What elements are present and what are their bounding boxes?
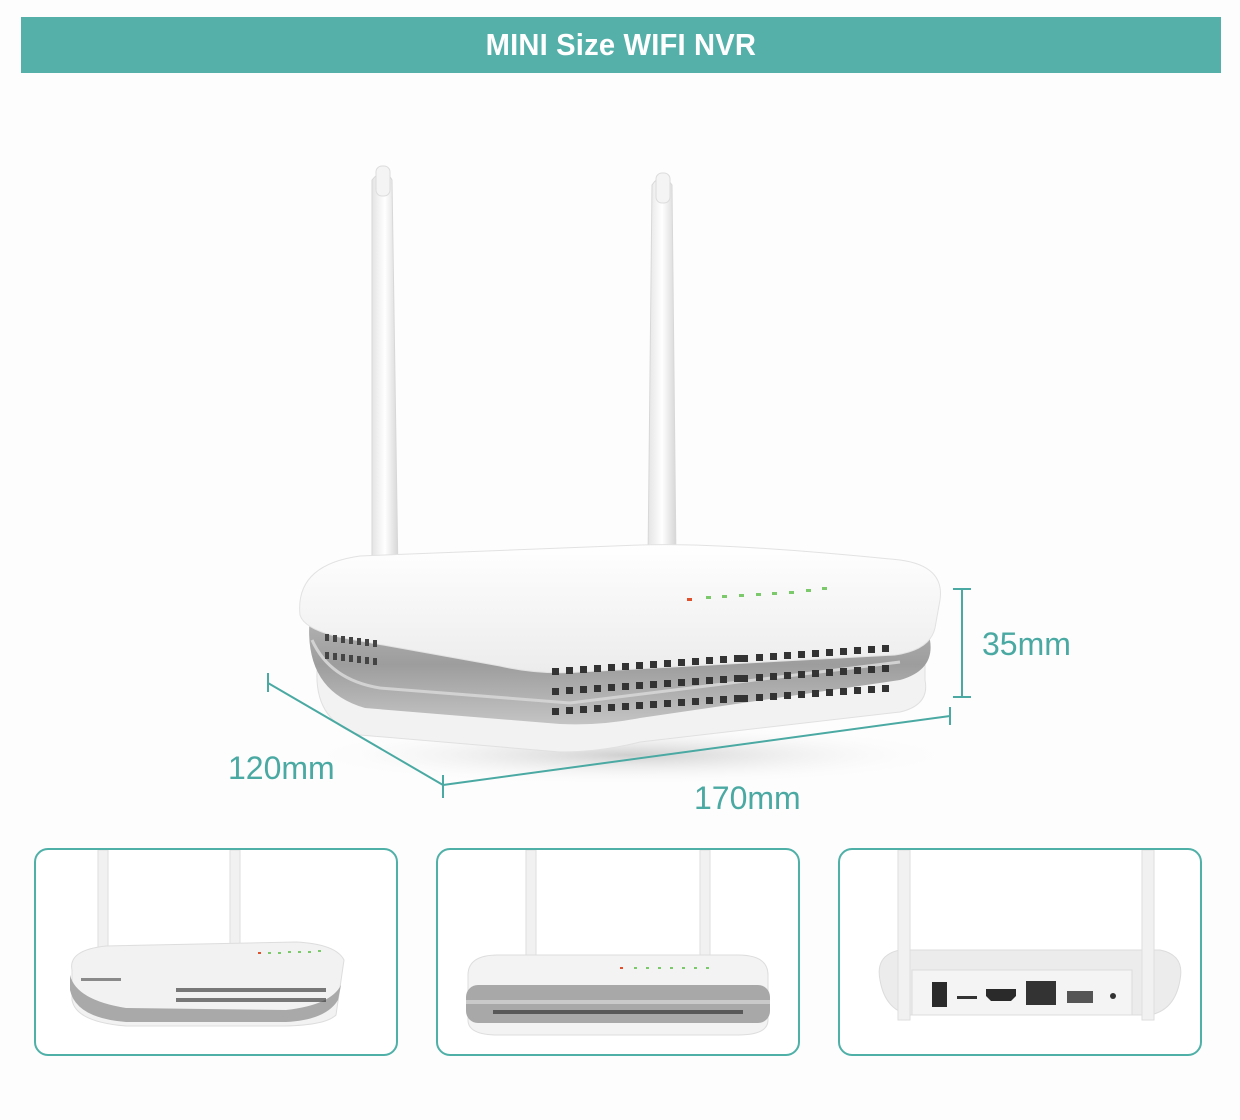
main-product-image <box>0 90 1240 830</box>
reset-hole <box>1110 993 1116 999</box>
status-leds <box>687 587 827 601</box>
nvr-rear-ports-image <box>878 850 1182 1021</box>
height-dimension-label: 35mm <box>982 626 1071 662</box>
banner-title: MINI Size WIFI NVR <box>485 27 757 62</box>
dimension-lines <box>267 588 971 798</box>
hdmi-port <box>986 989 1016 1001</box>
vent-grille <box>325 634 889 715</box>
antenna-left <box>371 165 399 576</box>
title-banner: MINI Size WIFI NVR <box>21 17 1221 73</box>
depth-dimension-label: 120mm <box>228 750 335 786</box>
nvr-front-view-image <box>466 850 770 1036</box>
width-dimension-label: 170mm <box>694 780 801 816</box>
ethernet-port <box>1026 981 1056 1005</box>
usb-port <box>1067 991 1093 1003</box>
nvr-device-illustration <box>267 165 971 798</box>
thumbnail-side-view[interactable] <box>34 848 398 1056</box>
antenna-right <box>647 172 677 561</box>
nvr-side-view-image <box>70 850 345 1027</box>
thumbnail-rear-ports-view[interactable] <box>838 848 1202 1056</box>
thumbnail-front-view[interactable] <box>436 848 800 1056</box>
micro-sd-slot <box>957 996 977 999</box>
dc-power-port <box>932 982 947 1007</box>
